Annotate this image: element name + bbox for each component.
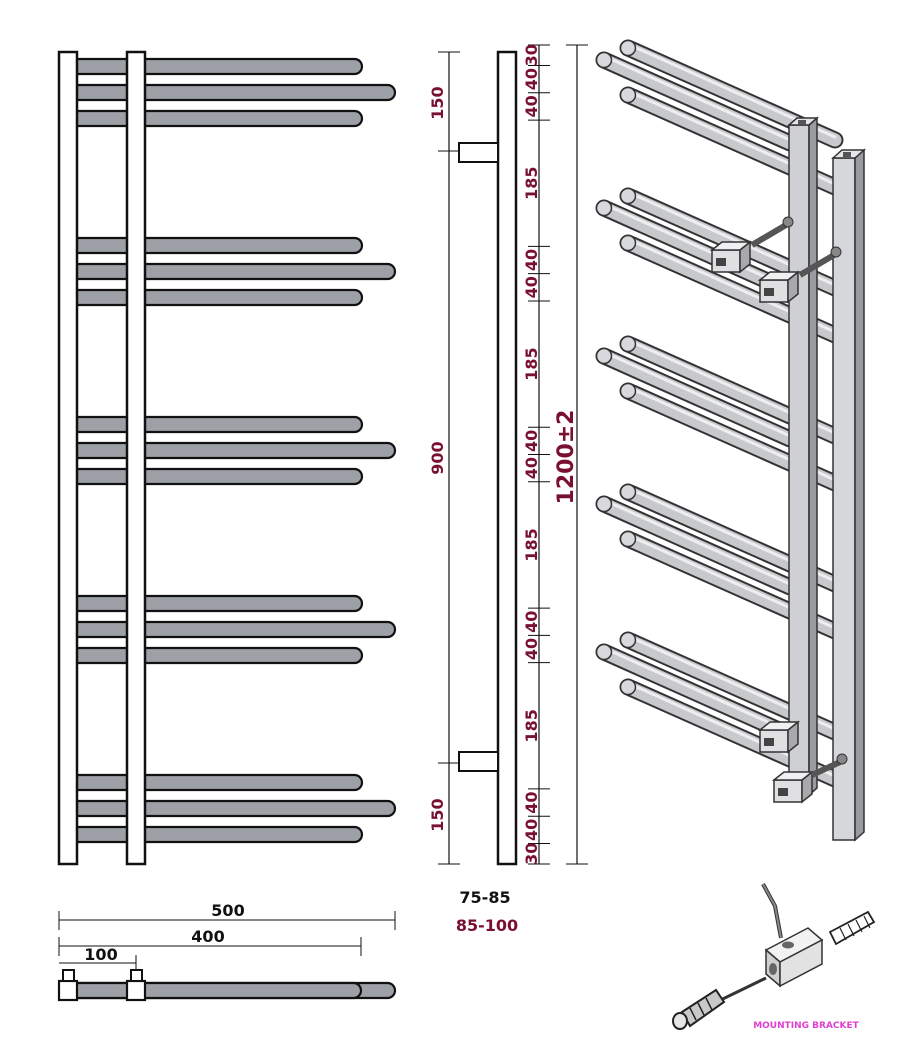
dim-right-segment: 30 — [522, 44, 541, 66]
side-bracket-bottom — [458, 751, 499, 772]
top-rail-right — [125, 979, 147, 1002]
front-bar — [62, 415, 364, 434]
side-view: 150 900 150 3040401854040185404018540401… — [428, 44, 588, 935]
side-right-ticks — [528, 44, 550, 865]
dim-right-segment: 40 — [522, 611, 541, 633]
dim-right-segment: 185 — [522, 528, 541, 561]
dim-right-segment: 40 — [522, 819, 541, 841]
dim-right-segment: 185 — [522, 166, 541, 199]
front-left-rail — [57, 50, 79, 866]
side-bracket-top — [458, 142, 499, 163]
top-rail-left — [57, 979, 79, 1002]
dim-right-segment: 185 — [522, 709, 541, 742]
front-bar — [62, 57, 364, 76]
iso-bracket-3 — [757, 720, 801, 754]
dim-width-short: 400 — [191, 927, 224, 946]
dim-right-segment: 40 — [522, 457, 541, 479]
front-bar — [62, 467, 364, 486]
top-bar-short — [62, 981, 363, 1000]
iso-bracket-1 — [709, 216, 794, 274]
iso-bracket-2 — [757, 246, 842, 304]
dim-right-segment: 40 — [522, 68, 541, 90]
dim-right-segment: 40 — [522, 791, 541, 813]
dim-left-middle: 900 — [428, 441, 447, 474]
front-bar — [62, 646, 364, 665]
front-bar — [62, 773, 364, 792]
bracket-caption: MOUNTING BRACKET — [753, 1021, 859, 1031]
dim-total-height: 1200±2 — [554, 410, 579, 505]
front-bar — [62, 236, 364, 255]
dim-depth-b: 85-100 — [456, 916, 518, 935]
front-bar — [62, 441, 397, 460]
front-bar — [62, 262, 397, 281]
front-bar — [62, 799, 397, 818]
dim-rail-spacing: 100 — [84, 945, 117, 964]
dim-depth-a: 75-85 — [459, 888, 510, 907]
iso-rail-front — [832, 157, 856, 841]
front-view — [57, 50, 397, 866]
side-rail — [496, 50, 518, 866]
dim-width-total: 500 — [211, 901, 244, 920]
dim-right-segment: 40 — [522, 430, 541, 452]
front-bar — [62, 109, 364, 128]
front-bar — [62, 620, 397, 639]
dim-right-segment: 40 — [522, 638, 541, 660]
iso-bracket-4 — [771, 753, 848, 804]
front-bar — [62, 83, 397, 102]
front-right-rail — [125, 50, 147, 866]
dim-right-segment: 185 — [522, 347, 541, 380]
top-bracket-left — [62, 969, 75, 982]
isometric-view — [595, 39, 866, 842]
dim-left-top: 150 — [428, 86, 447, 119]
front-view-bars — [62, 57, 397, 844]
front-bar — [62, 825, 364, 844]
front-bar — [62, 288, 364, 307]
front-bar — [62, 594, 364, 613]
mounting-bracket-detail: MOUNTING BRACKET — [672, 883, 876, 1031]
dim-right-segment: 40 — [522, 276, 541, 298]
top-view: 500 400 100 — [57, 901, 397, 1002]
dim-right-segment: 30 — [522, 843, 541, 865]
dim-left-bottom: 150 — [428, 798, 447, 831]
dim-right-segment: 40 — [522, 95, 541, 117]
top-bracket-right — [130, 969, 143, 982]
dim-right-segment: 40 — [522, 249, 541, 271]
